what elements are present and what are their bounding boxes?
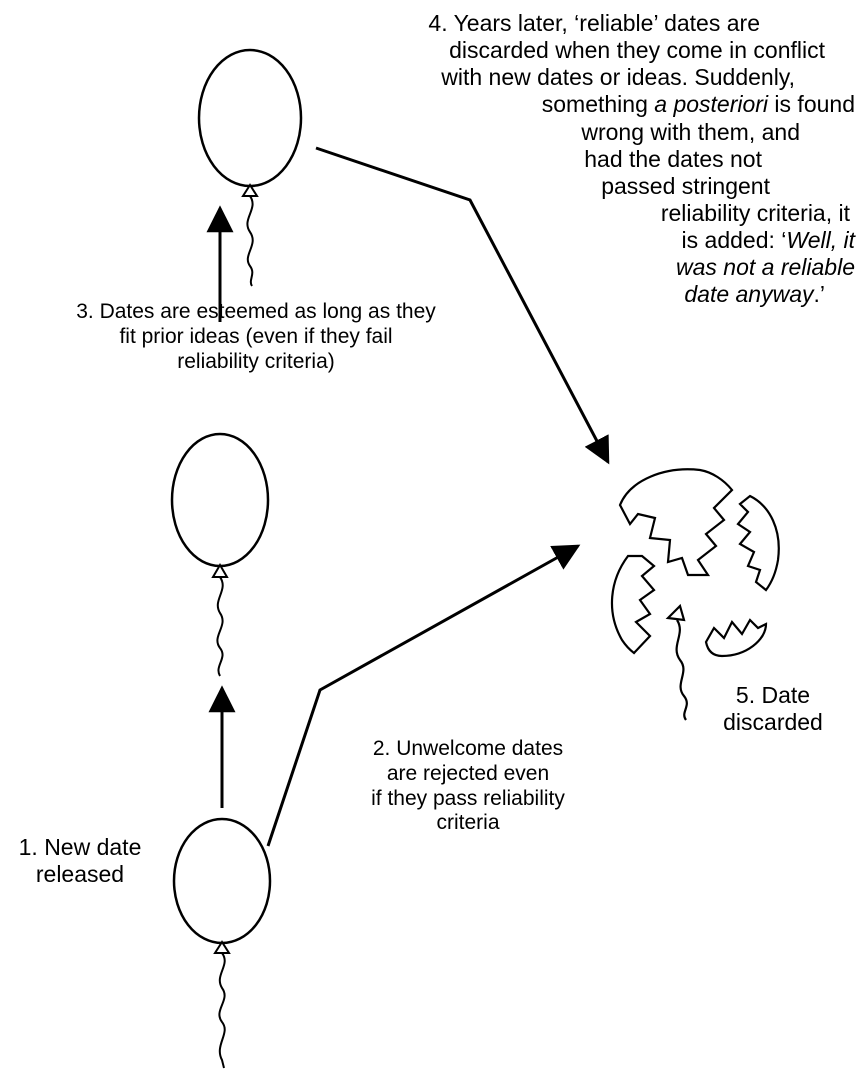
balloon-esteemed-date <box>170 432 270 677</box>
step4-line11: date anyway.’ <box>684 281 825 308</box>
step1-line: released <box>35 861 125 888</box>
step3-line: 3. Dates are esteemed as long as they <box>76 300 436 323</box>
step4-line2: discarded when they come in conflict <box>449 37 825 64</box>
step4-line5: wrong with them, and <box>581 118 800 145</box>
step4-line6: had the dates not <box>584 145 762 172</box>
step4-line1: 4. Years later, ‘reliable’ dates are <box>428 10 760 36</box>
step4-line3: with new dates or ideas. Suddenly, <box>441 64 795 91</box>
step5-line: discarded <box>723 709 823 736</box>
step5-label: 5. Date discarded <box>688 682 858 736</box>
step2-line: if they pass reliability <box>371 786 565 810</box>
balloon-reliable-date <box>197 48 303 287</box>
burst-knot <box>665 603 686 622</box>
burst-fragment-bottom <box>704 618 768 658</box>
step2-line: 2. Unwelcome dates <box>372 737 564 760</box>
step3-line: reliability criteria) <box>177 349 335 373</box>
step4-line4: something a posteriori is found <box>541 91 855 118</box>
step2-label: 2. Unwelcome dates are rejected even if … <box>318 737 618 836</box>
burst-fragment-right <box>736 494 780 592</box>
arrow-rejected-path <box>266 544 581 847</box>
balloon-new-date <box>172 817 272 1069</box>
step4-line10: was not a reliable <box>676 254 855 281</box>
step3-label: 3. Dates are esteemed as long as they fi… <box>6 300 506 374</box>
step4-line9: is added: ‘Well, it <box>681 227 855 253</box>
step4-line7: passed stringent <box>601 172 770 199</box>
step4-label: 4. Years later, ‘reliable’ dates are dis… <box>275 10 855 308</box>
step4-line8: reliability criteria, it <box>660 199 850 226</box>
burst-fragment-top <box>618 468 734 577</box>
arrow-discard-path <box>315 146 610 465</box>
burst-fragment-left <box>610 554 656 655</box>
step2-line: criteria <box>436 811 500 835</box>
burst-balloon <box>610 468 780 721</box>
step2-line: are rejected even <box>386 761 550 785</box>
step3-line: fit prior ideas (even if they fail <box>119 324 393 348</box>
step1-label: 1. New date released <box>0 834 160 888</box>
burst-string <box>675 619 688 721</box>
step1-line: 1. New date <box>18 834 142 860</box>
step5-line: 5. Date <box>735 682 811 708</box>
